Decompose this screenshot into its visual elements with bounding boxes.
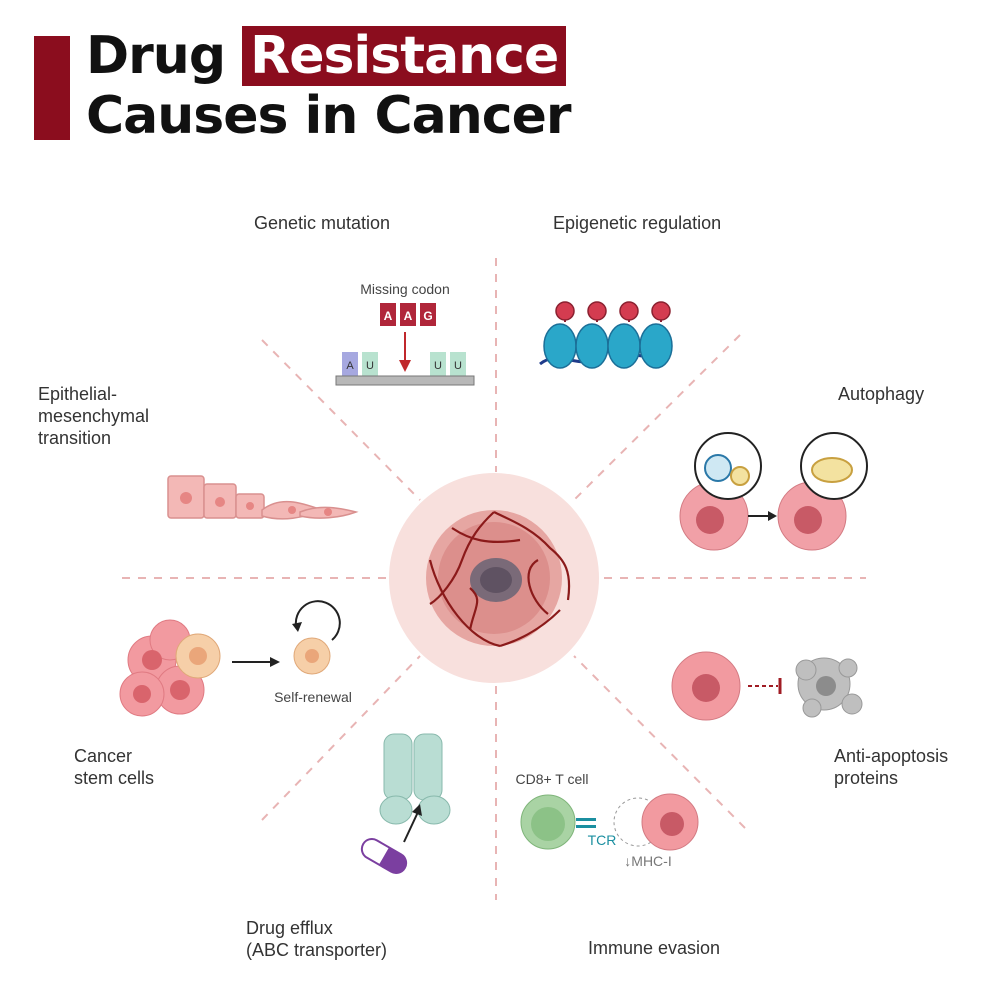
t-cell-icon [520,794,596,850]
down-arrow-icon [399,360,411,372]
emt-cells-icon [167,475,359,520]
mhc-label: ↓MHC-I [624,853,671,869]
tumor-cell-icon [613,793,699,851]
codon-top-3: G [423,309,432,323]
arrow-right-icon [270,657,280,667]
abc-transporter-icon [379,733,451,843]
stem-cell-cluster-icon [119,600,341,717]
missing-codon-label: Missing codon [360,281,450,297]
codon-base-right-1: U [434,360,442,372]
label-drug-efflux: Drug efflux (ABC transporter) [246,918,388,960]
tcr-label: TCR [588,832,617,848]
codon-base-right-2: U [454,360,462,372]
title-line-2: Causes in Cancer [86,86,571,146]
divider-top-right [573,334,741,501]
nucleosome-icon [539,301,673,369]
codon-top-2: A [404,309,413,323]
codon-base-left-1: A [346,360,354,372]
tumor-icon [389,473,599,683]
pill-icon [360,838,408,874]
label-immune-evasion: Immune evasion [588,938,721,958]
label-emt: Epithelial- mesenchymal transition [38,384,150,448]
autophagosome-icon [679,432,868,551]
label-cancer-stem-cells: Cancer stem cells [74,746,155,788]
codon-top-1: A [384,309,393,323]
label-epigenetic-regulation: Epigenetic regulation [553,213,722,233]
arrow-right-icon [768,511,777,521]
label-genetic-mutation: Genetic mutation [254,213,391,233]
renewal-arrow-icon [292,622,302,632]
title-accent-bar [34,36,70,140]
self-renewal-label: Self-renewal [274,689,352,705]
anti-apoptosis-icon [671,651,863,721]
title-word-drug: Drug [86,26,226,86]
label-anti-apoptosis: Anti-apoptosis proteins [834,746,949,788]
label-autophagy: Autophagy [838,384,925,404]
title-highlight: Resistance [242,26,567,86]
codon-graphic: A A G A U U U [335,303,475,386]
cd8-t-cell-label: CD8+ T cell [515,771,588,787]
divider-top-left [261,339,421,501]
divider-lines [122,258,866,900]
divider-bottom-left [261,655,421,821]
codon-base-left-2: U [366,360,374,372]
